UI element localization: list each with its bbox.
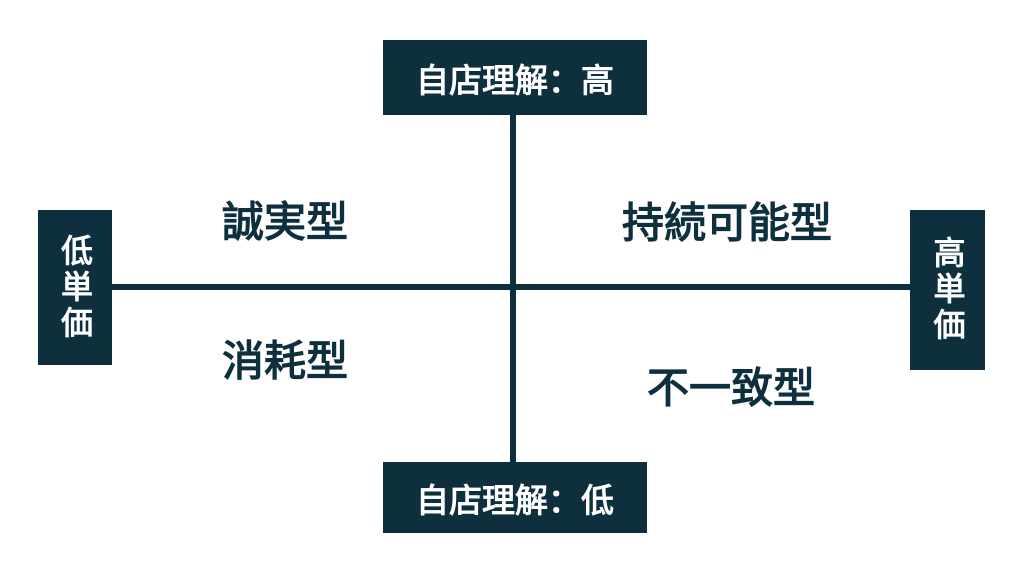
axis-box-bottom: 自店理解：低 bbox=[383, 462, 647, 533]
horizontal-axis-line bbox=[110, 284, 912, 290]
axis-box-right: 高単価 bbox=[910, 210, 985, 370]
axis-label-top: 自店理解：高 bbox=[416, 61, 614, 99]
axis-label-right: 高単価 bbox=[929, 236, 966, 344]
quadrant-label-bottom-left: 消耗型 bbox=[221, 337, 349, 385]
axis-box-left: 低単価 bbox=[38, 210, 112, 365]
quadrant-label-top-right: 持続可能型 bbox=[621, 199, 833, 247]
axis-label-left: 低単価 bbox=[57, 233, 93, 342]
axis-box-top: 自店理解：高 bbox=[383, 40, 647, 115]
quadrant-label-bottom-right: 不一致型 bbox=[646, 364, 816, 412]
axis-label-bottom: 自店理解：低 bbox=[416, 481, 614, 519]
quadrant-label-top-left: 誠実型 bbox=[221, 198, 349, 246]
